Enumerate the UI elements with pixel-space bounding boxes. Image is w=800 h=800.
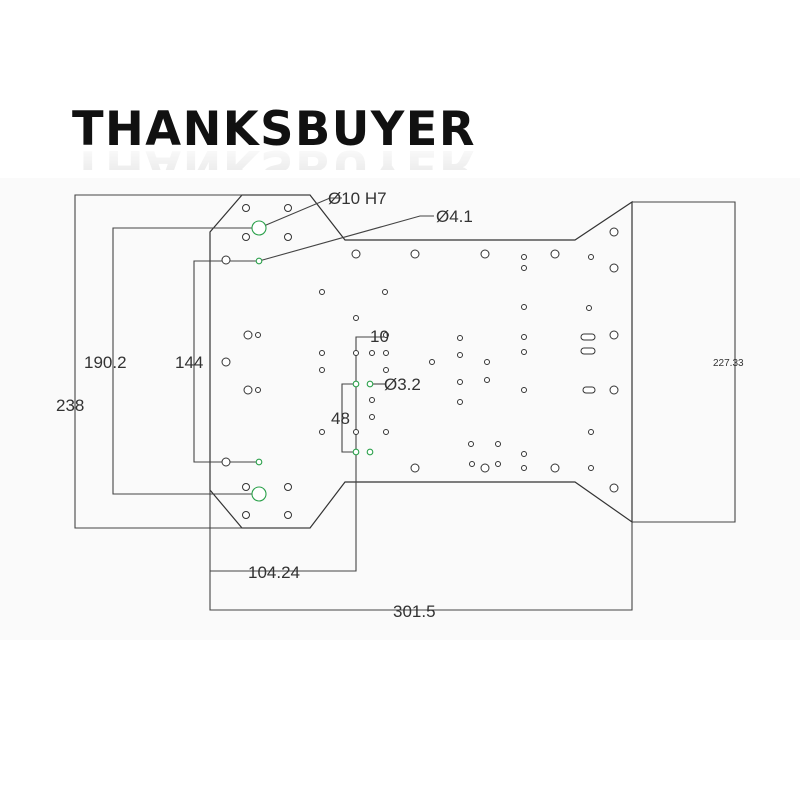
label-height-227-33: 227.33 [713,358,744,369]
drawing-background [0,178,800,640]
thanksbuyer-logo: THANKSBUYER THANKSBUYER [72,102,476,170]
dimension-lines [74,194,736,611]
label-spacing-48: 48 [331,409,350,428]
label-height-144: 144 [175,353,203,372]
svg-text:THANKSBUYER: THANKSBUYER [72,139,476,170]
label-height-238: 238 [56,396,84,415]
highlighted-holes [251,220,374,502]
plate-outline [209,194,633,529]
label-hole-3-2: Ø3.2 [384,375,421,394]
label-width-104-24: 104.24 [248,563,300,582]
mounting-holes [221,204,619,519]
label-width-301-5: 301.5 [393,602,436,621]
logo-text: THANKSBUYER [72,102,476,157]
label-spacing-10: 10 [370,327,389,346]
label-height-190-2: 190.2 [84,353,127,372]
label-hole-h7: Ø10 H7 [328,189,387,208]
label-hole-4-1: Ø4.1 [436,207,473,226]
